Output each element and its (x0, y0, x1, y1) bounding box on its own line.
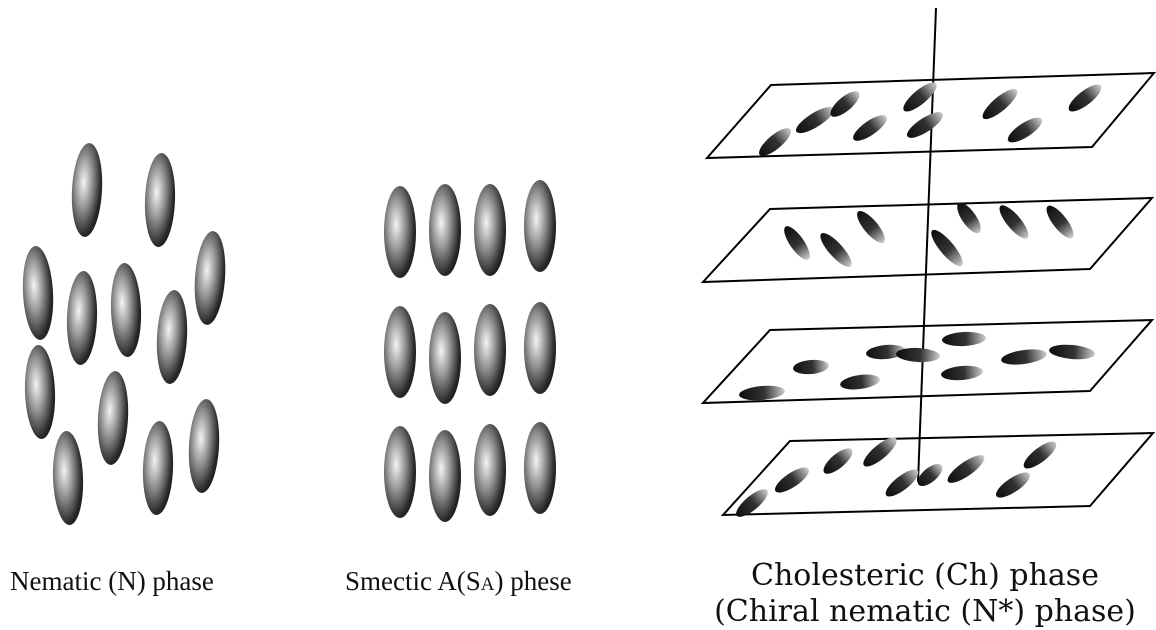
smectic-molecule (524, 180, 556, 272)
smectic-molecule (384, 306, 416, 398)
smectic-molecule (429, 430, 461, 522)
nematic-molecule (23, 345, 56, 440)
nematic-molecule (187, 398, 222, 493)
smectic-molecule (384, 426, 416, 518)
cholesteric-molecule (927, 226, 967, 270)
cholesteric-molecule (780, 223, 814, 264)
cholesteric-phase-caption: Cholesteric (Ch) phase (Chiral nematic (… (700, 558, 1150, 630)
cholesteric-molecule (816, 229, 856, 271)
cholesteric-molecule (1065, 80, 1105, 116)
nematic-phase-diagram (21, 142, 229, 525)
nematic-molecule (70, 142, 105, 237)
cholesteric-molecule (839, 372, 881, 391)
smectic-molecule (524, 422, 556, 514)
smectic-caption-subscript: A (481, 574, 495, 595)
cholesteric-molecule (979, 84, 1022, 123)
smectic-molecule (429, 312, 461, 404)
cholesteric-molecule (738, 384, 785, 402)
cholesteric-molecule (899, 78, 940, 116)
nematic-molecule (21, 245, 56, 340)
cholesteric-molecule (993, 468, 1034, 502)
cholesteric-molecule (940, 364, 983, 382)
nematic-molecule (143, 153, 176, 248)
cholesteric-molecule (944, 451, 988, 488)
cholesteric-molecule (827, 87, 864, 121)
cholesteric-molecule (1042, 202, 1078, 242)
cholesteric-caption-line2: (Chiral nematic (N*) phase) (700, 594, 1150, 630)
cholesteric-molecule (792, 358, 829, 375)
smectic-molecule (474, 424, 506, 516)
cholesteric-molecule (1020, 437, 1060, 473)
smectic-molecule (474, 184, 506, 276)
cholesteric-molecule (904, 108, 947, 143)
cholesteric-molecule (953, 199, 985, 237)
smectic-caption-main: Smectic A(S (345, 566, 481, 596)
cholesteric-molecule (882, 465, 922, 501)
smectic-phase-caption: Smectic A(SA) phese (345, 566, 572, 597)
cholesteric-molecule (1000, 347, 1048, 367)
nematic-molecule (51, 431, 84, 526)
smectic-molecule (524, 302, 556, 394)
smectic-molecule (429, 184, 461, 276)
cholesteric-molecule (942, 331, 987, 347)
cholesteric-molecule (772, 463, 813, 497)
cholesteric-phase-diagram (703, 8, 1154, 521)
nematic-molecule (141, 421, 174, 516)
nematic-molecule (65, 271, 98, 366)
smectic-a-phase-diagram (384, 180, 556, 522)
cholesteric-molecule (850, 111, 891, 145)
cholesteric-molecule (995, 201, 1033, 242)
cholesteric-molecule (793, 102, 838, 137)
cholesteric-molecule (1048, 343, 1095, 361)
cholesteric-caption-line1: Cholesteric (Ch) phase (700, 558, 1150, 594)
nematic-phase-caption: Nematic (N) phase (10, 566, 214, 597)
cholesteric-molecule (1004, 113, 1045, 147)
cholesteric-molecule (820, 444, 857, 478)
smectic-molecule (384, 186, 416, 278)
cholesteric-molecule (853, 207, 889, 247)
smectic-caption-tail: ) phese (494, 566, 571, 596)
smectic-molecule (474, 304, 506, 396)
nematic-molecule (109, 263, 142, 358)
nematic-molecule (155, 289, 190, 384)
nematic-molecule (96, 370, 131, 465)
cholesteric-molecule (732, 485, 772, 521)
nematic-molecule (192, 230, 228, 326)
